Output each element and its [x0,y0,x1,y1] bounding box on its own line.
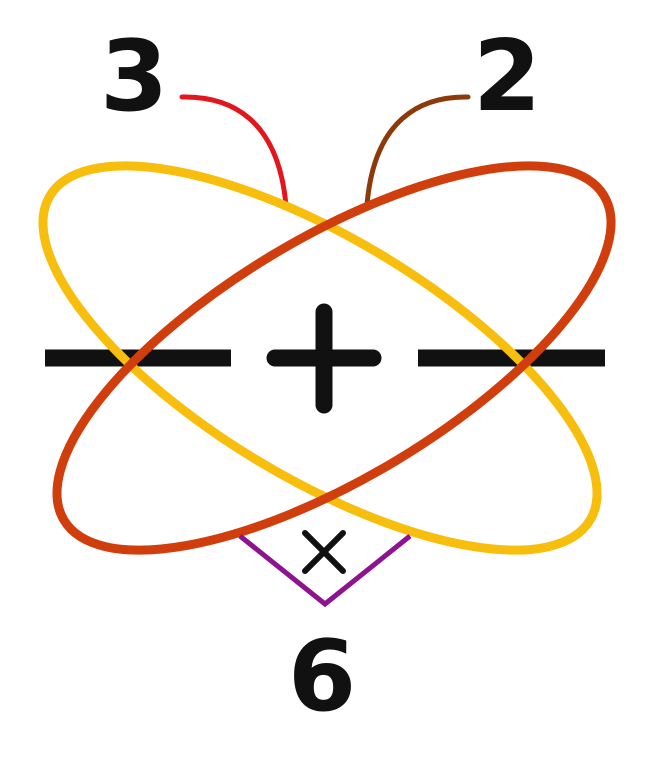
yellow-ellipse [38,161,602,555]
connector-curve-3 [179,94,289,208]
connector-curve-2 [364,94,471,208]
plus-sign [266,303,382,414]
number-2-label: 2 [473,20,542,134]
multiplication-bracket [238,534,412,608]
orange-ellipse [52,161,616,555]
number-3-label: 3 [100,20,169,134]
times-sign [302,530,346,574]
number-6-label: 6 [288,620,357,734]
